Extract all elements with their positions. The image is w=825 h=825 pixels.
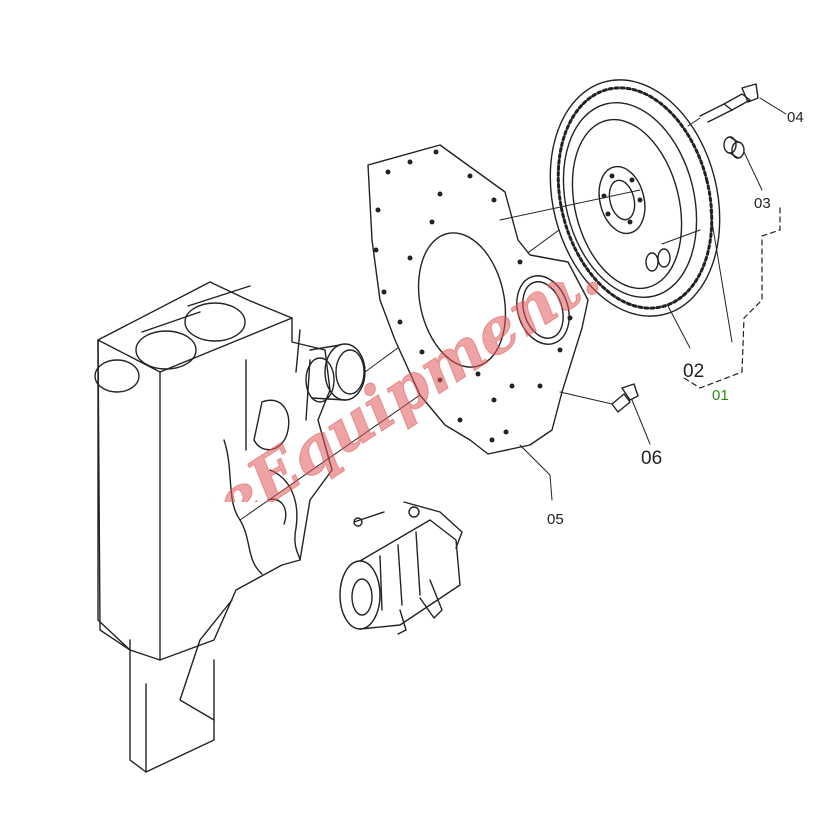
bushing <box>723 136 763 191</box>
assembly-bracket <box>683 207 781 389</box>
engine-block <box>94 281 333 773</box>
part-label-06: 06 <box>641 448 663 469</box>
flywheel-bolt <box>687 83 787 127</box>
flywheel-housing-plate <box>367 144 589 501</box>
part-label-05: 05 <box>547 511 564 528</box>
part-label-03: 03 <box>754 195 771 212</box>
part-label-02: 02 <box>683 361 705 382</box>
flywheel <box>549 79 733 349</box>
part-label-04: 04 <box>787 109 804 126</box>
housing-bolt <box>559 383 651 445</box>
part-label-01: 01 <box>712 387 729 404</box>
starter-motor <box>339 501 463 635</box>
